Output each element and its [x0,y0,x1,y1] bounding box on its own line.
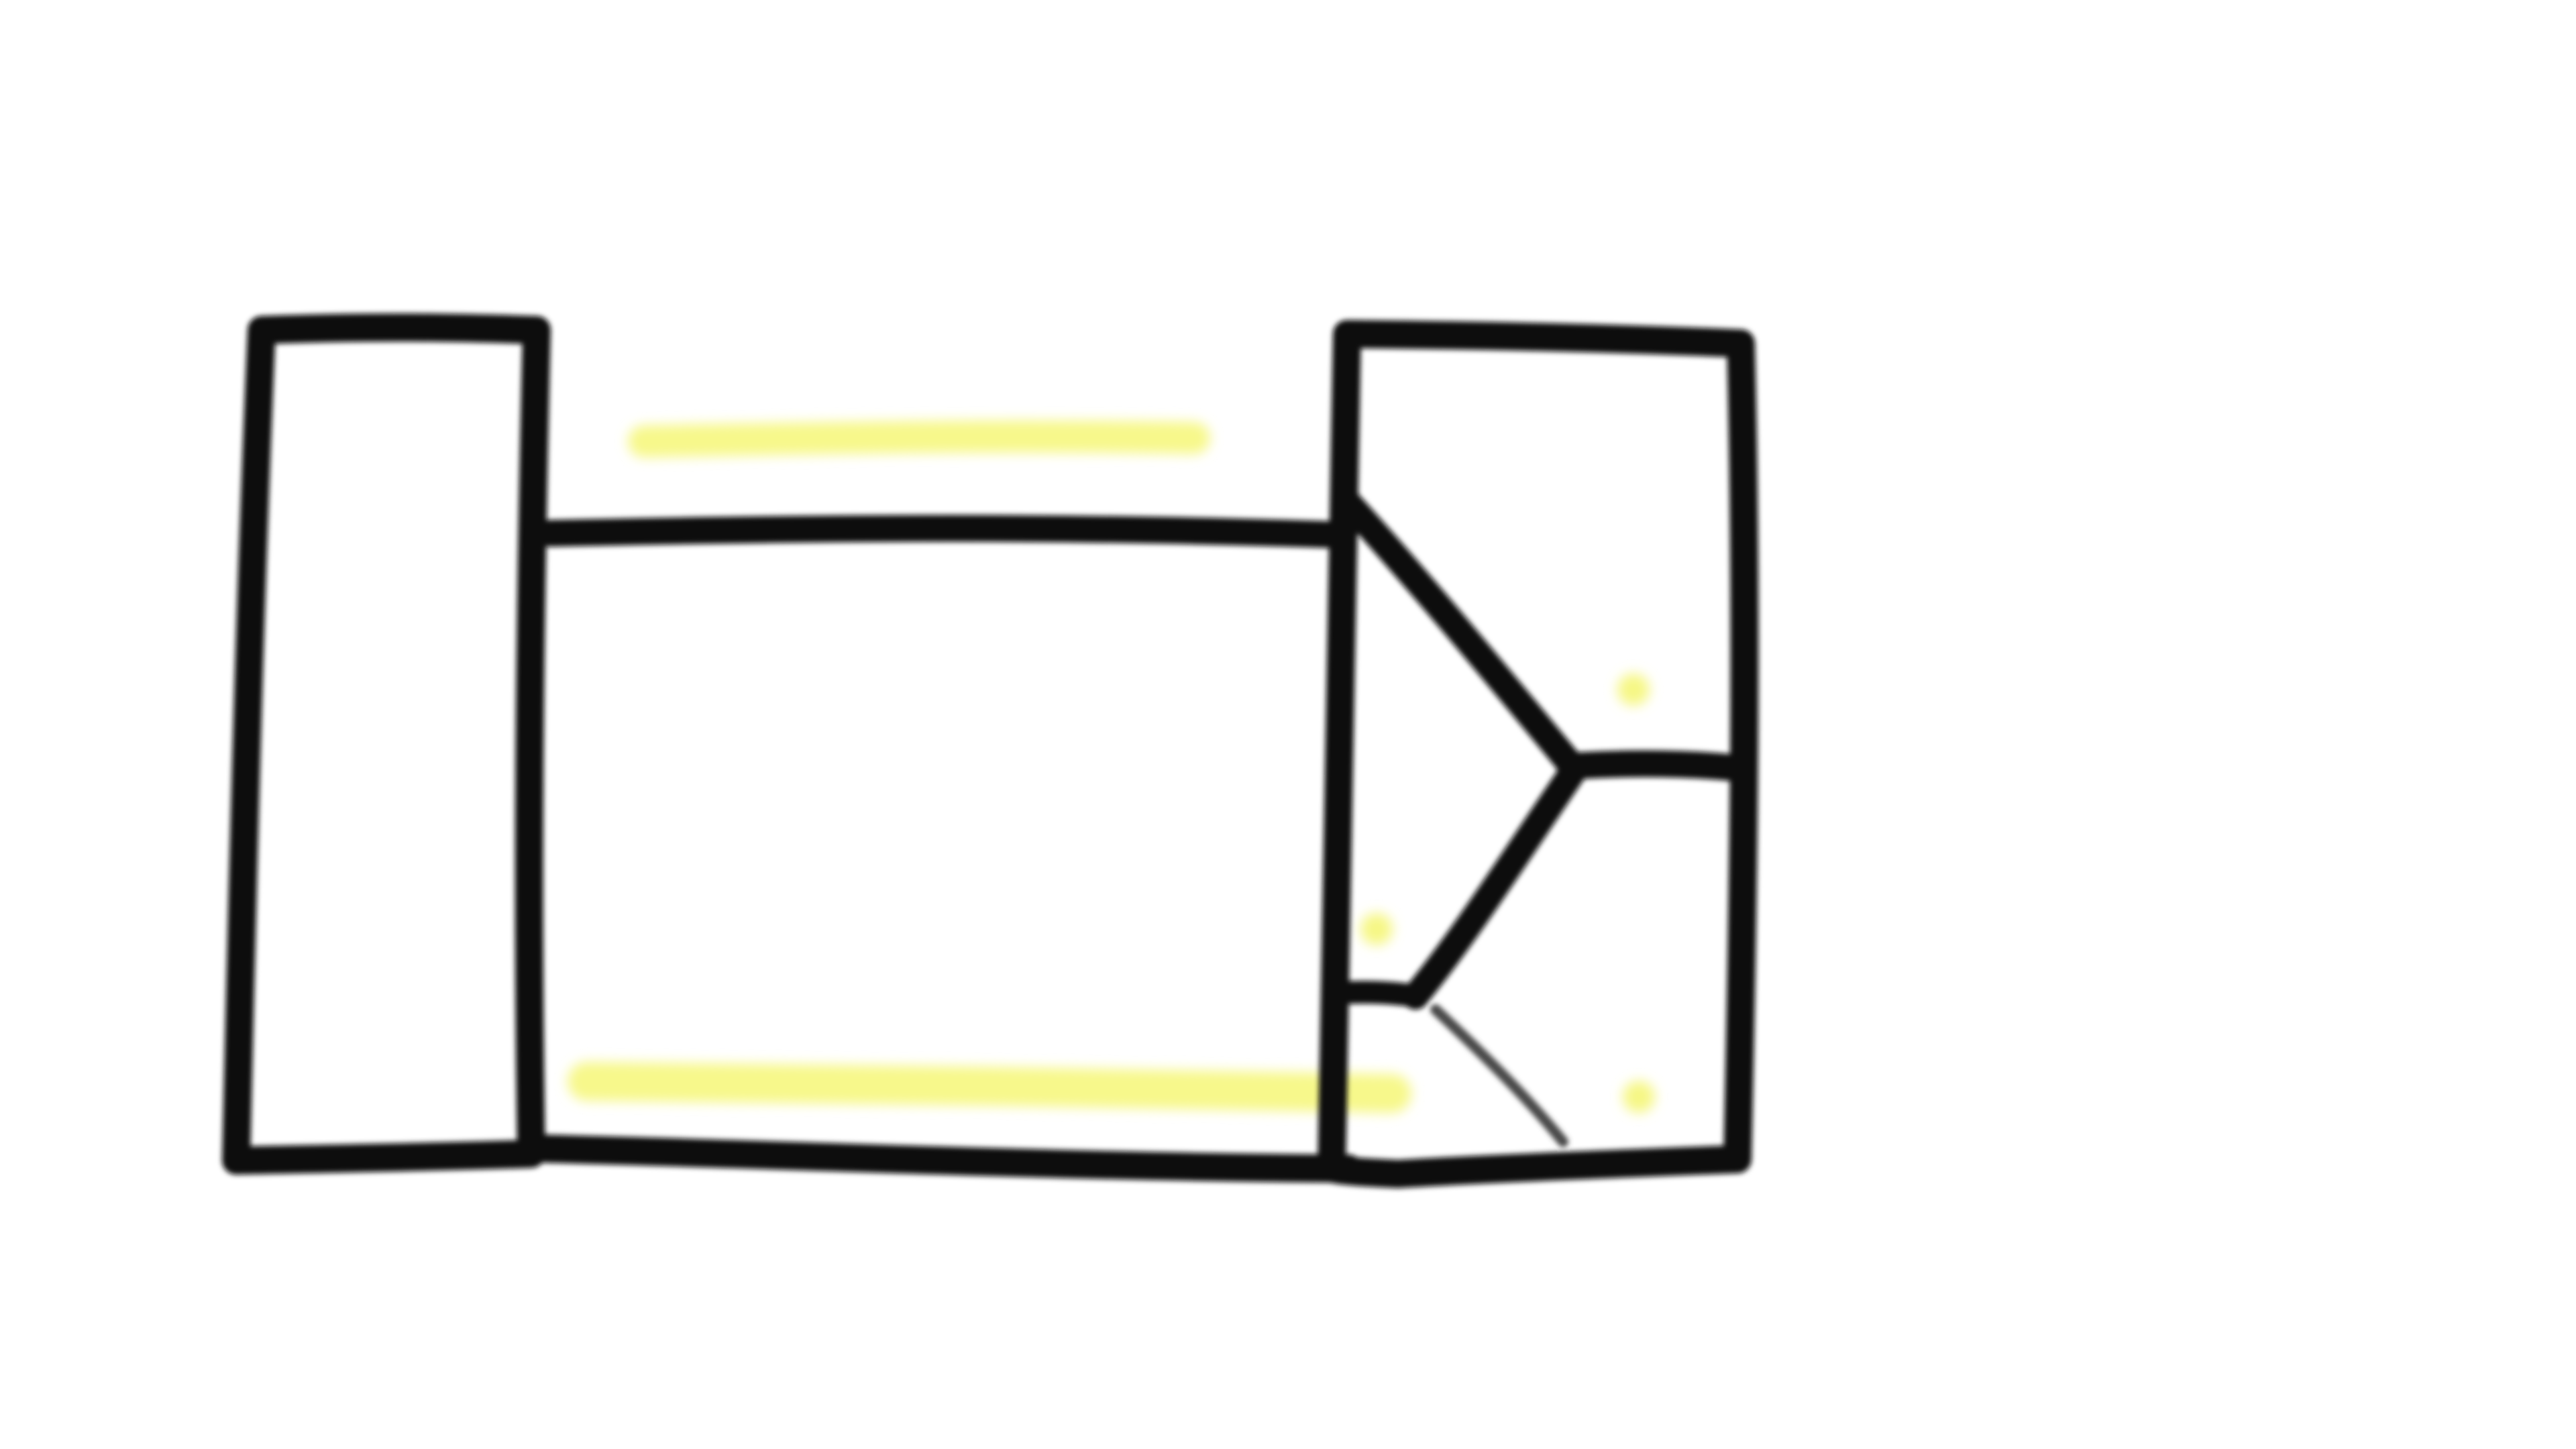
right-panel-horizontal [1556,750,1751,782]
bottom-highlight-stroke [568,1062,1411,1113]
right-panel-short-ledge [1330,981,1428,1008]
right-panel-faint-diagonal [1430,1004,1568,1147]
highlight-dot-upper-right [1617,674,1650,706]
highlight-dot-middle [1360,913,1393,945]
ink-layer [222,313,1759,1188]
right-panel-diagonal-upper [1335,490,1583,777]
right-panel-diagonal-lower [1402,758,1587,1010]
top-highlight-stroke [628,420,1210,458]
highlight-dot-lower-right [1623,1081,1655,1113]
right-panel [1318,320,1759,1188]
middle-panel-top [537,515,1345,548]
highlight-layer [568,420,1655,1113]
middle-panel-bottom [523,1134,1362,1183]
